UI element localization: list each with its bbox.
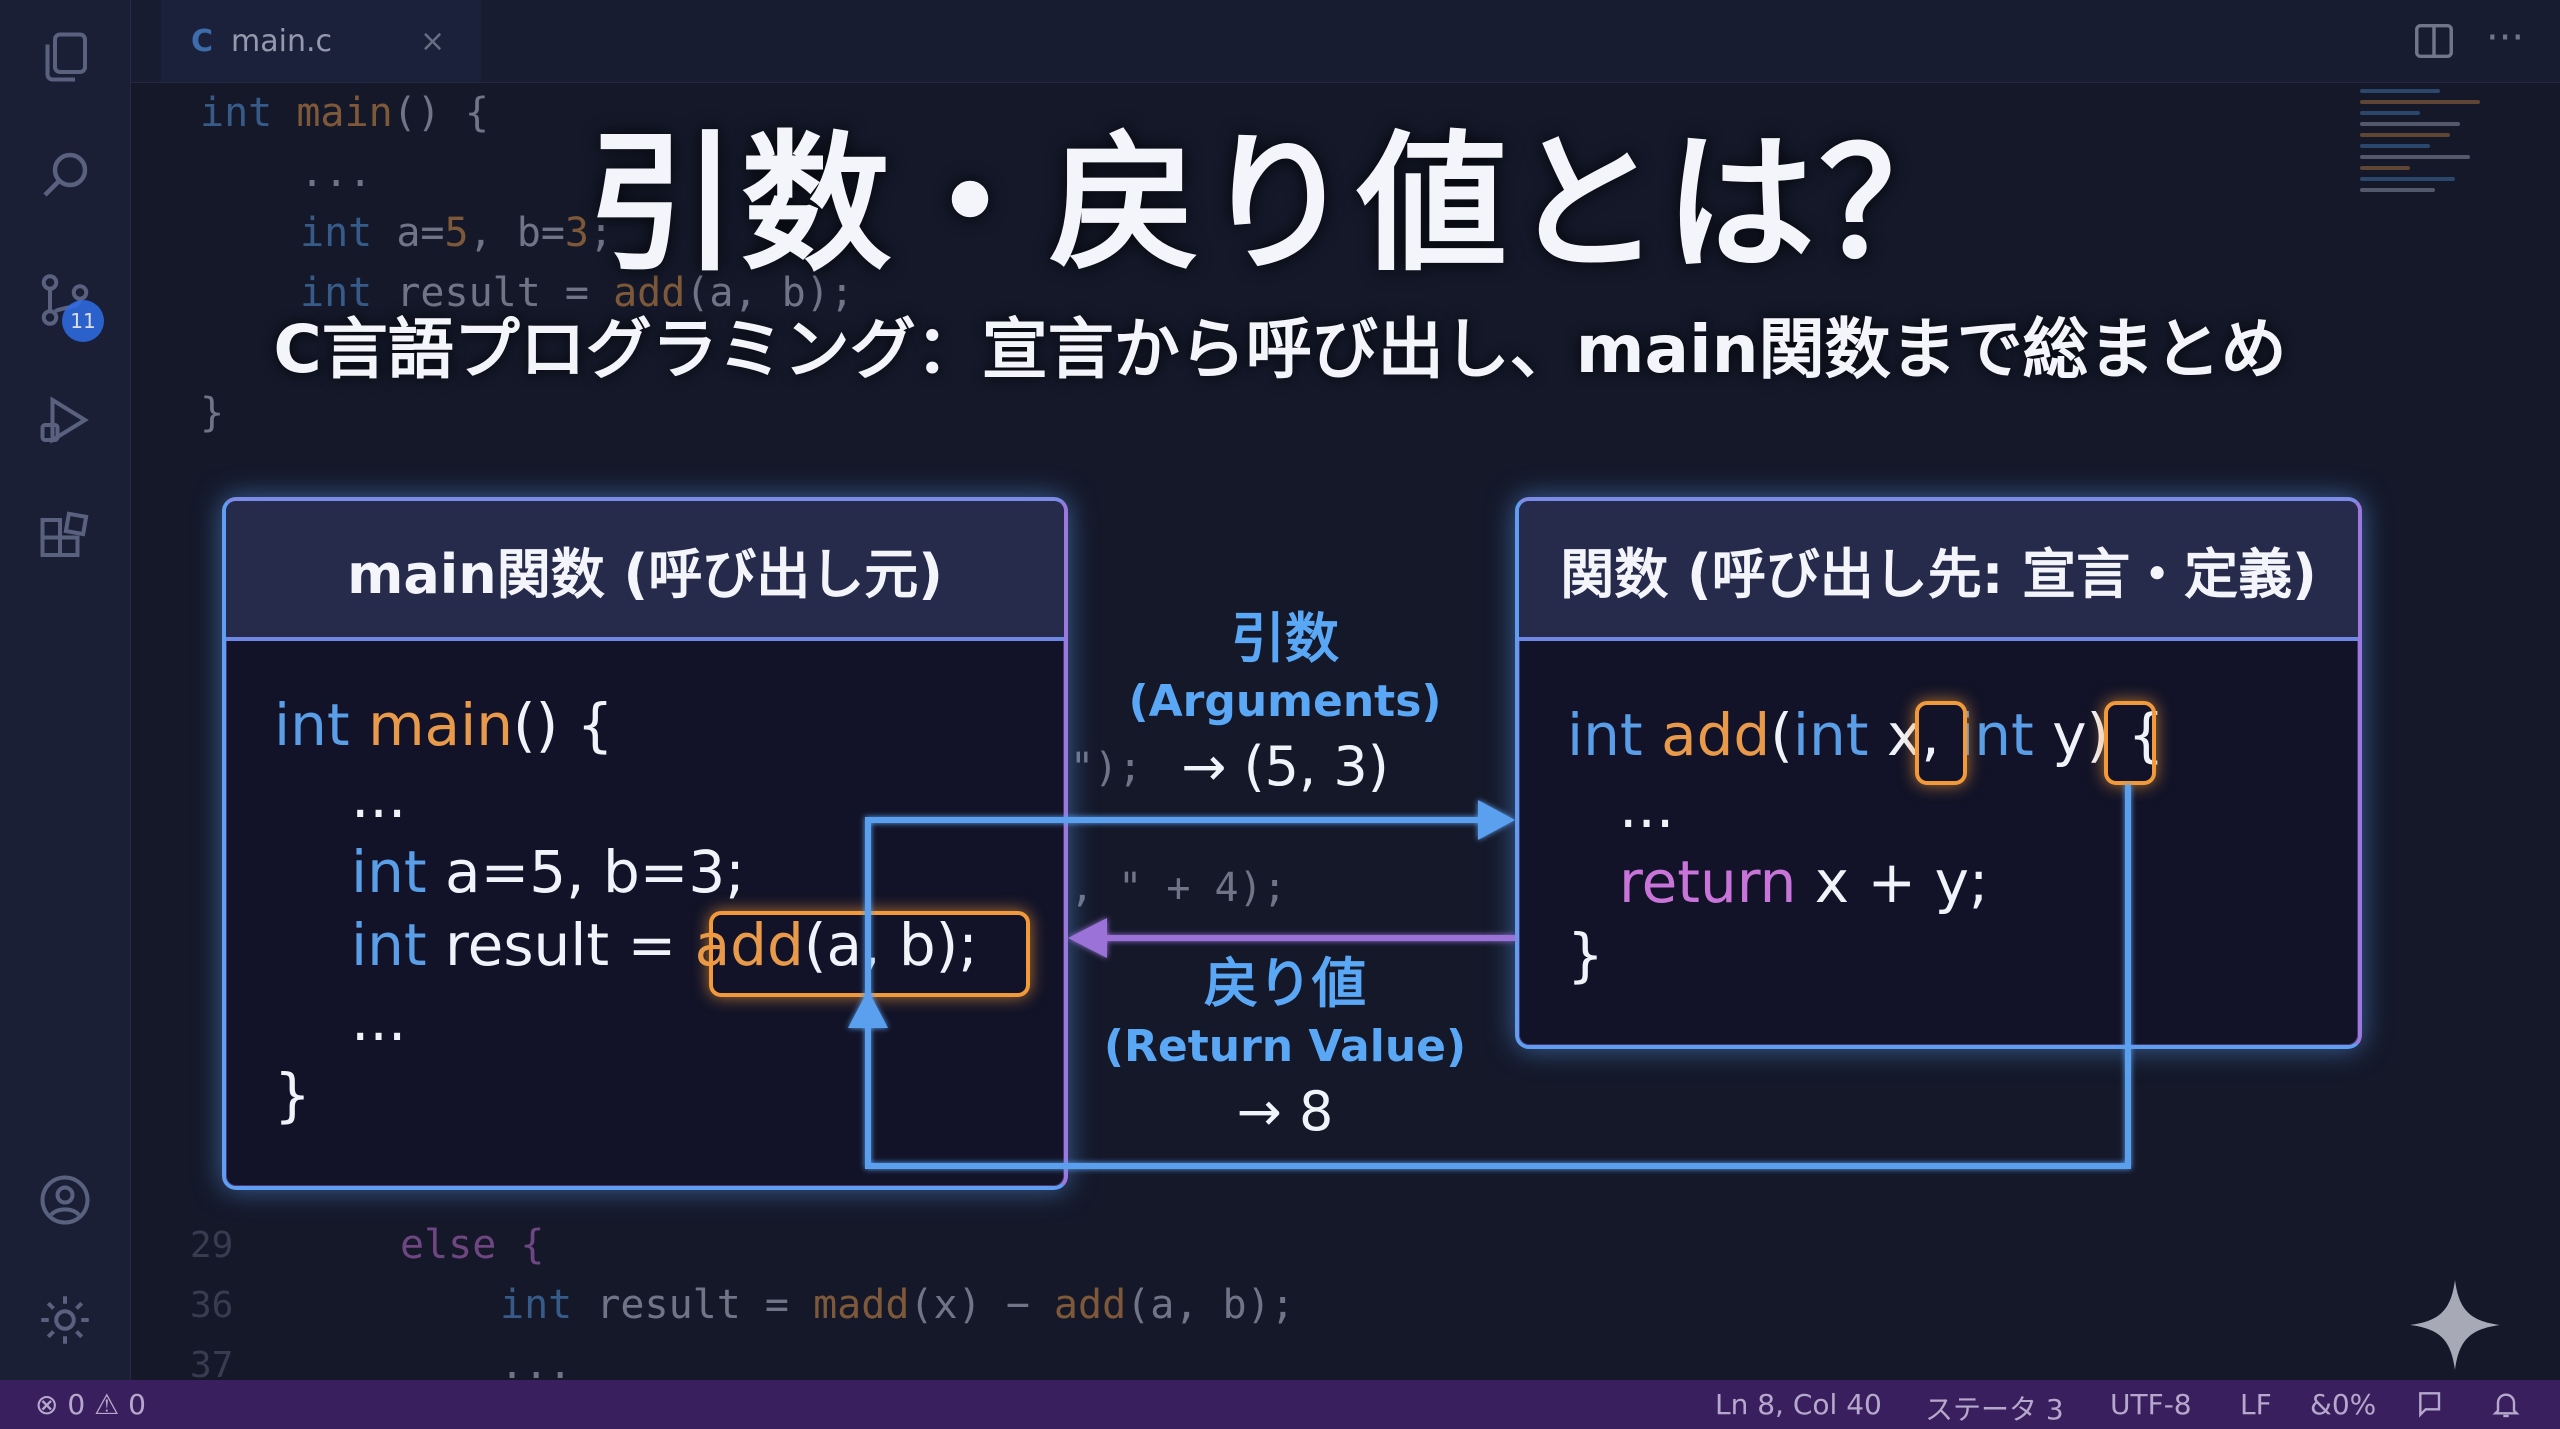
- param-y-highlight: [2104, 701, 2156, 785]
- return-value-label: 戻り値 (Return Value) → 8: [1100, 950, 1470, 1148]
- encoding-indicator[interactable]: UTF-8: [2110, 1388, 2192, 1421]
- add-function-panel: 関数 (呼び出し先: 宣言・定義) int add(int x, int y) …: [1515, 497, 2362, 1049]
- zoom-indicator[interactable]: &0%: [2310, 1388, 2377, 1421]
- main-function-panel: main関数 (呼び出し元) int main() { ... int a=5,…: [222, 497, 1068, 1190]
- bg-code-line-1: int main() {: [200, 90, 489, 136]
- bg-code-line-3: int a=5, b=3;: [300, 210, 614, 256]
- add-panel-header: 関数 (呼び出し先: 宣言・定義): [1519, 501, 2358, 641]
- source-control-badge: 11: [62, 300, 104, 342]
- arguments-title: 引数: [1231, 607, 1339, 670]
- gutter-line-29: 29: [190, 1225, 234, 1266]
- tab-label: main.c: [231, 23, 333, 59]
- arguments-en: (Arguments): [1128, 676, 1442, 727]
- eol-indicator[interactable]: LF: [2240, 1388, 2272, 1421]
- add-code-line-1: int add(int x, int y) {: [1567, 701, 2165, 769]
- page-subtitle: C言語プログラミング：宣言から呼び出し、main関数まで総まとめ: [273, 311, 2287, 388]
- tab-main-c[interactable]: C main.c ×: [161, 0, 481, 82]
- cursor-position[interactable]: Ln 8, Col 40: [1715, 1388, 1882, 1421]
- bg-code-line-5: }: [200, 390, 225, 436]
- minimap[interactable]: [2360, 82, 2510, 282]
- return-path-arrow: [848, 785, 2131, 1169]
- main-code-line-5: ...: [351, 986, 407, 1054]
- run-debug-icon[interactable]: [30, 385, 100, 455]
- main-code-line-3: int a=5, b=3;: [351, 838, 745, 906]
- status-state[interactable]: ステータ 3: [1925, 1393, 2064, 1426]
- add-code-line-3: return x + y;: [1619, 848, 1989, 916]
- warning-count: 0: [128, 1388, 146, 1421]
- bg-code-else: else {: [400, 1222, 545, 1268]
- c-language-icon: C: [191, 23, 214, 59]
- bg-code-line-2: ...: [300, 150, 373, 196]
- arguments-value: → (5, 3): [1181, 735, 1389, 798]
- settings-gear-icon[interactable]: [30, 1285, 100, 1355]
- return-title: 戻り値: [1204, 952, 1366, 1015]
- main-panel-header: main関数 (呼び出し元): [226, 501, 1064, 641]
- gutter-line-37: 37: [190, 1345, 234, 1386]
- explorer-icon[interactable]: [30, 22, 100, 92]
- add-code-line-4: }: [1567, 921, 1604, 989]
- main-code-line-1: int main() {: [274, 691, 614, 759]
- sparkle-watermark-icon: [2410, 1280, 2500, 1370]
- extensions-icon[interactable]: [30, 505, 100, 575]
- arguments-label: 引数 (Arguments) → (5, 3): [1110, 605, 1460, 803]
- account-icon[interactable]: [30, 1165, 100, 1235]
- page-title: 引数・戻り値とは？: [586, 118, 1973, 292]
- close-icon[interactable]: ×: [420, 23, 446, 59]
- return-en: (Return Value): [1103, 1021, 1467, 1072]
- main-code-line-6: }: [274, 1061, 311, 1129]
- add-code-line-2: ...: [1619, 773, 1675, 841]
- editor-tab-bar: C main.c × ···: [131, 0, 2560, 83]
- error-icon: ⊗: [35, 1388, 59, 1421]
- search-icon[interactable]: [30, 140, 100, 210]
- param-x-highlight: [1915, 701, 1967, 785]
- bg-code-fragment-a: ");: [1070, 745, 1143, 791]
- bg-code-madd: int result = madd(x) − add(a, b);: [500, 1282, 1295, 1328]
- problems-indicator[interactable]: ⊗ 0 ⚠ 0: [35, 1388, 146, 1421]
- status-bar: ⊗ 0 ⚠ 0 Ln 8, Col 40 ステータ 3 UTF-8 LF &0%: [0, 1380, 2560, 1429]
- split-editor-icon[interactable]: [2411, 18, 2457, 64]
- more-actions-icon[interactable]: ···: [2486, 15, 2525, 61]
- main-code-line-4: int result = add(a, b);: [351, 911, 978, 979]
- warning-icon: ⚠: [94, 1388, 120, 1421]
- return-arrow: [1068, 918, 1515, 958]
- error-count: 0: [67, 1388, 86, 1421]
- return-value: → 8: [1236, 1080, 1334, 1143]
- feedback-icon[interactable]: [2415, 1388, 2447, 1427]
- notifications-bell-icon[interactable]: [2490, 1388, 2522, 1427]
- argument-arrow: [865, 800, 1515, 1000]
- activity-bar: 11: [0, 0, 131, 1380]
- bg-code-line-4: int result = add(a, b);: [300, 270, 854, 316]
- gutter-line-36: 36: [190, 1285, 234, 1326]
- main-code-line-2: ...: [351, 763, 407, 831]
- bg-code-fragment-b: , " + 4);: [1070, 865, 1287, 911]
